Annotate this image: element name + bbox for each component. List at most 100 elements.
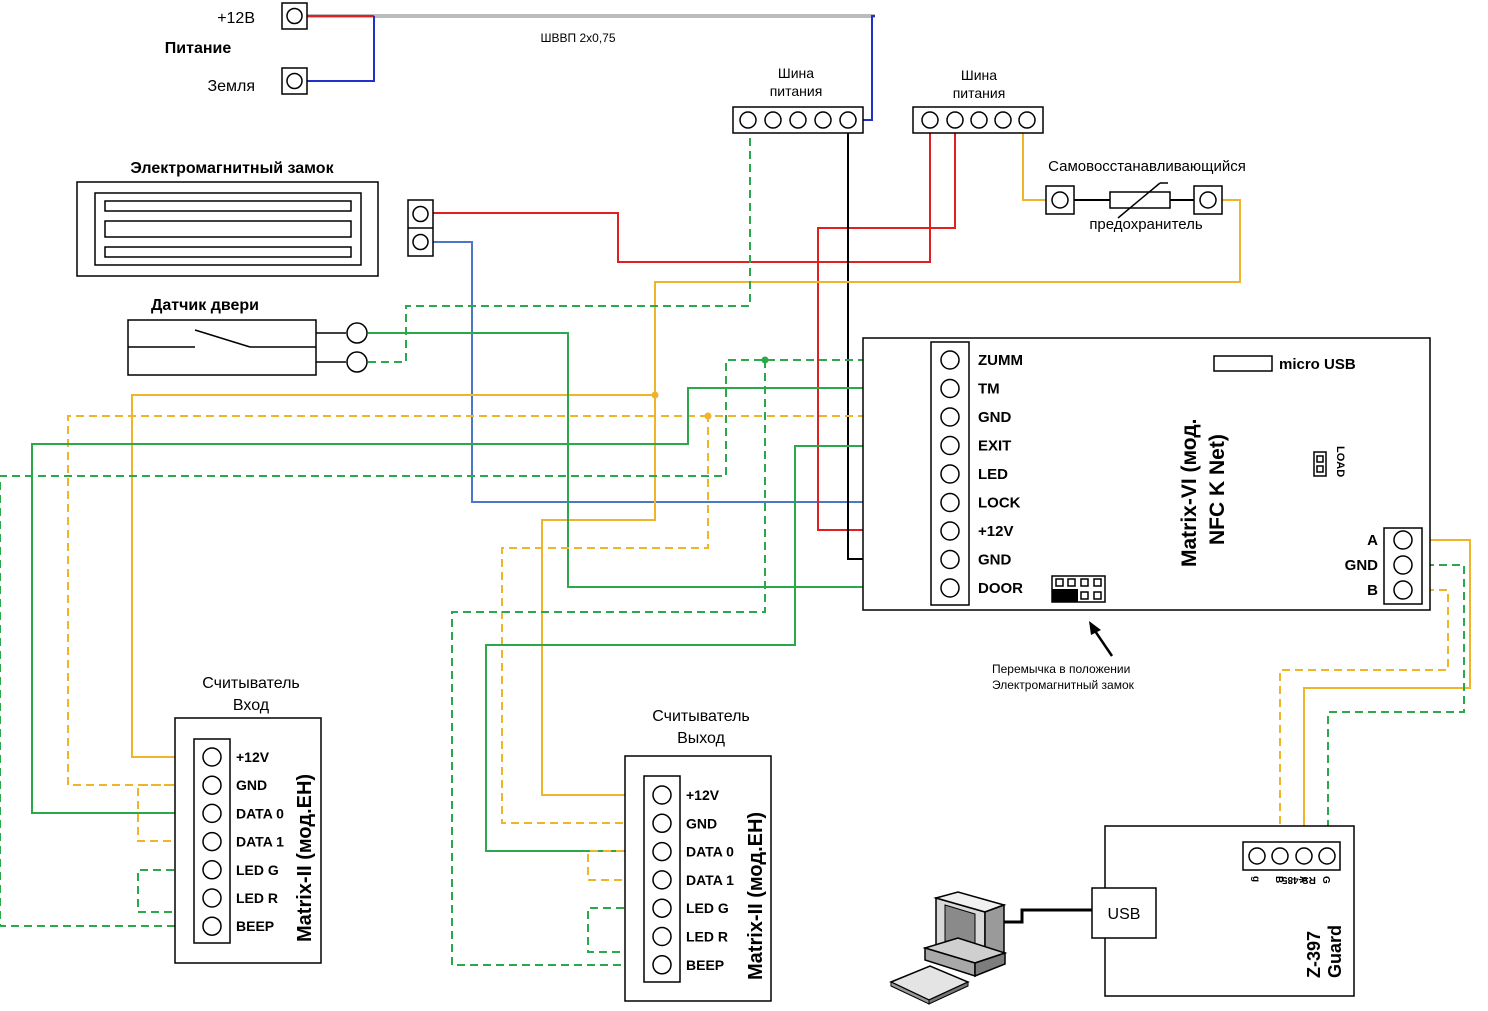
reader-in-terminal-screw (202, 831, 222, 852)
power-supply: +12В Питание Земля ШВВП 2х0,75 (165, 2, 616, 95)
bus2-terminal (921, 111, 939, 129)
jumper-note: Перемычка в положении Электромагнитный з… (992, 621, 1135, 692)
bus2-terminal (946, 111, 964, 129)
controller-terminal-screw (940, 549, 960, 570)
lock-title: Электромагнитный замок (130, 160, 334, 177)
terminal-screw (286, 7, 303, 25)
wire-power-ground (307, 16, 375, 82)
reader-in-terminal-label: LED G (236, 862, 279, 878)
rs485-terminal-label: B (1367, 582, 1378, 599)
fuse-label-line2: предохранитель (1089, 216, 1203, 233)
reader-out-terminal-label: LED G (686, 900, 729, 916)
reader-out-jumper-led (587, 907, 650, 953)
reader-in-terminal-screw (202, 888, 222, 908)
reader-in-caption-line1: Считыватель (202, 675, 300, 692)
controller-terminal-screw (940, 492, 960, 513)
controller-terminal-label: +12V (978, 523, 1013, 540)
bus1-terminal (789, 111, 807, 129)
bus1-terminal (764, 111, 782, 129)
controller-terminal-screw (940, 378, 960, 399)
fuse-label-line1: Самовосстанавливающийся (1048, 158, 1246, 175)
reader-out-terminal-label: +12V (686, 787, 720, 803)
wire-rs485-gnd (1327, 564, 1465, 848)
reader-in-terminal-screw (202, 916, 222, 936)
reader-in-terminal-label: GND (236, 777, 267, 793)
door-sensor-terminal (346, 322, 368, 344)
wire-rs485-a (1303, 539, 1471, 848)
rs485-terminal-label: A (1367, 532, 1378, 549)
load-label: LOAD (1334, 446, 1346, 477)
controller-terminal-screw (940, 350, 960, 370)
reader-out-caption-line2: Выход (677, 730, 726, 747)
reader-out-terminal-screw (652, 841, 672, 862)
cable-label: ШВВП 2х0,75 (541, 31, 616, 45)
bus2-label-line2: питания (953, 85, 1006, 101)
reader-in-jumper-led (137, 869, 200, 913)
bus2-terminal (970, 111, 988, 129)
reader-out-terminal-screw (652, 926, 672, 947)
reader-out-terminal-label: LED R (686, 929, 728, 945)
controller-terminal-label: LOCK (978, 495, 1021, 512)
controller-terminal-label: LED (978, 466, 1008, 483)
wire-zumm-reader-in (0, 359, 944, 927)
reader-in-terminal-label: DATA 0 (236, 805, 284, 821)
converter-model-line2: Guard (1325, 925, 1345, 978)
reader-in-terminal-screw (202, 803, 222, 824)
reader-out-terminal-label: GND (686, 815, 717, 831)
reader-in-model: Matrix-II (мод.EH) (294, 774, 316, 942)
jumper-note-line1: Перемычка в положении (992, 662, 1130, 676)
reader-in-caption-line2: Вход (233, 697, 270, 714)
rs485-terminal-screw (1393, 555, 1413, 575)
lock-bar (104, 246, 352, 258)
door-sensor: Датчик двери (127, 297, 368, 376)
door-sensor-title: Датчик двери (151, 297, 259, 314)
computer-icon (889, 891, 1008, 1005)
converter-terminal-label: B (1273, 876, 1284, 883)
controller-title-line2: NFC K Net) (1206, 434, 1229, 545)
terminal-screw (286, 72, 303, 90)
rs485-terminal-screw (1393, 530, 1413, 550)
bus1-label-line1: Шина (778, 65, 814, 81)
wire-ctrl-gnd-reader-out (501, 415, 944, 824)
controller-terminal-label: ZUMM (978, 352, 1023, 369)
wire-door-signal (368, 332, 944, 588)
bus2-terminal (994, 111, 1012, 129)
rs485-terminal-screw (1393, 580, 1413, 600)
rs485-terminal-label: GND (1345, 557, 1379, 574)
controller-terminal-screw (940, 407, 960, 427)
reed-switch-contact (194, 329, 251, 348)
bus1-label-line2: питания (770, 83, 823, 99)
converter-model-line1: Z-397 (1304, 931, 1324, 978)
reader-out-terminal-label: DATA 1 (686, 872, 734, 888)
controller-terminal-screw (940, 578, 960, 598)
controller-terminal-screw (940, 521, 960, 541)
terminal-screw (412, 233, 429, 251)
reader-in-jumper-gnd (137, 784, 200, 842)
fuse-terminal-left (1045, 185, 1075, 215)
reader-out-terminal-screw (652, 785, 672, 805)
wire-lock-plus (433, 130, 931, 263)
reader-in-terminal-screw (202, 747, 222, 767)
power-ground-label: Земля (207, 78, 255, 95)
door-sensor-terminal (346, 351, 368, 373)
junction-dot (704, 412, 712, 420)
reader-out-terminal-screw (652, 813, 672, 834)
reader-out-jumper-gnd (587, 850, 650, 881)
bus1-terminal (839, 111, 857, 129)
wire-exit-reader-out (485, 445, 944, 852)
controller-terminal-label: EXIT (978, 438, 1011, 455)
terminal-screw (412, 205, 429, 223)
junction-dot (761, 356, 769, 364)
controller-terminal-label: GND (978, 552, 1012, 569)
wire-bus2-fuse (1022, 120, 1048, 201)
wire-ctrl-gnd-reader-in (67, 415, 708, 786)
controller-terminal-label: TM (978, 381, 1000, 398)
jumper-note-line2: Электромагнитный замок (992, 678, 1135, 692)
wire-reader-in-12v (131, 394, 655, 758)
reader-out-model: Matrix-II (мод.EH) (745, 812, 767, 980)
